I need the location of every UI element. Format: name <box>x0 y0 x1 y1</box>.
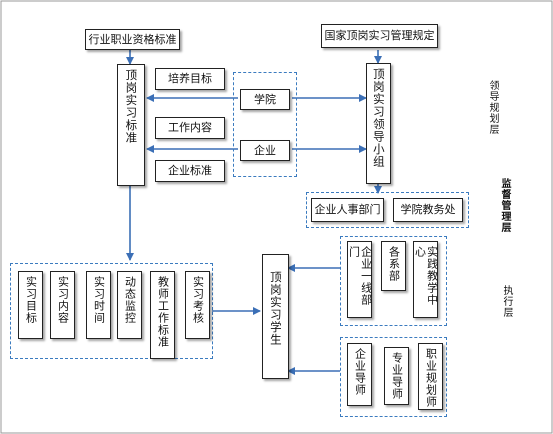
goal-item-label: 实习目标 <box>24 276 38 324</box>
goal-item-box: 教师工作标准 <box>150 271 175 359</box>
goal-item-box: 动态监控 <box>117 271 142 339</box>
layer-planning: 领导规划层 <box>487 80 498 135</box>
career-planner-box: 职业规划师 <box>418 343 443 410</box>
intern-students-box: 顶岗实习学生 <box>262 254 289 379</box>
practice-center-label: 实践教学中心 <box>413 246 439 306</box>
goal-item-box: 实习考核 <box>185 271 210 339</box>
academic-affairs-box: 学院教务处 <box>393 198 463 222</box>
leadership-group-box: 顶岗实习领导小组 <box>366 63 391 184</box>
goal-item-label: 实习时间 <box>92 276 106 324</box>
enterprise-standard-label: 企业标准 <box>168 164 212 178</box>
training-goal-label: 培养目标 <box>168 72 212 86</box>
professional-mentor-label: 专业导师 <box>390 352 404 400</box>
goals-group <box>10 263 213 359</box>
enterprise-box: 企业 <box>240 140 290 161</box>
layer-execution: 执行层 <box>501 285 512 318</box>
enterprise-box-label: 企业 <box>254 143 276 157</box>
departments-box: 各系部 <box>381 241 406 291</box>
leadership-group-label: 顶岗实习领导小组 <box>371 68 386 168</box>
departments-label: 各系部 <box>387 246 401 282</box>
enterprise-mentor-box: 企业导师 <box>347 343 372 406</box>
departments-group <box>340 236 447 326</box>
goal-item-label: 实习内容 <box>56 276 70 324</box>
professional-mentor-box: 专业导师 <box>384 347 409 405</box>
supervision-group <box>306 192 469 228</box>
enterprise-hr-label: 企业人事部门 <box>314 203 381 217</box>
goal-item-label: 动态监控 <box>123 276 137 324</box>
goal-item-box: 实习时间 <box>86 271 111 339</box>
goal-item-label: 教师工作标准 <box>156 276 170 348</box>
practice-center-box: 实践教学中心 <box>413 241 439 318</box>
training-goal-box: 培养目标 <box>155 68 225 90</box>
partners-group <box>233 72 297 177</box>
work-content-label: 工作内容 <box>168 121 212 135</box>
work-content-box: 工作内容 <box>155 117 225 139</box>
goal-item-label: 实习考核 <box>191 276 205 324</box>
industry-standard-box: 行业职业资格标准 <box>85 29 180 50</box>
national-regulation-label: 国家顶岗实习管理规定 <box>324 29 435 43</box>
layer-supervision: 监督管理层 <box>499 178 510 233</box>
frontline-dept-box: 企业一线部门 <box>347 241 373 318</box>
internship-standard-label: 顶岗实习标准 <box>124 69 139 144</box>
enterprise-standard-box: 企业标准 <box>155 160 225 182</box>
internship-standard-box: 顶岗实习标准 <box>117 64 145 186</box>
academic-affairs-label: 学院教务处 <box>400 203 456 217</box>
enterprise-mentor-label: 企业导师 <box>353 348 367 396</box>
career-planner-label: 职业规划师 <box>424 348 438 408</box>
goal-item-box: 实习目标 <box>18 271 43 339</box>
intern-students-label: 顶岗实习学生 <box>268 271 283 346</box>
college-label: 学院 <box>254 92 276 106</box>
industry-standard-label: 行业职业资格标准 <box>88 32 177 46</box>
frontline-dept-label: 企业一线部门 <box>347 246 373 306</box>
enterprise-hr-box: 企业人事部门 <box>311 198 384 222</box>
national-regulation-box: 国家顶岗实习管理规定 <box>321 24 438 48</box>
college-box: 学院 <box>240 89 290 110</box>
goal-item-box: 实习内容 <box>50 271 75 339</box>
mentors-group <box>340 337 447 417</box>
